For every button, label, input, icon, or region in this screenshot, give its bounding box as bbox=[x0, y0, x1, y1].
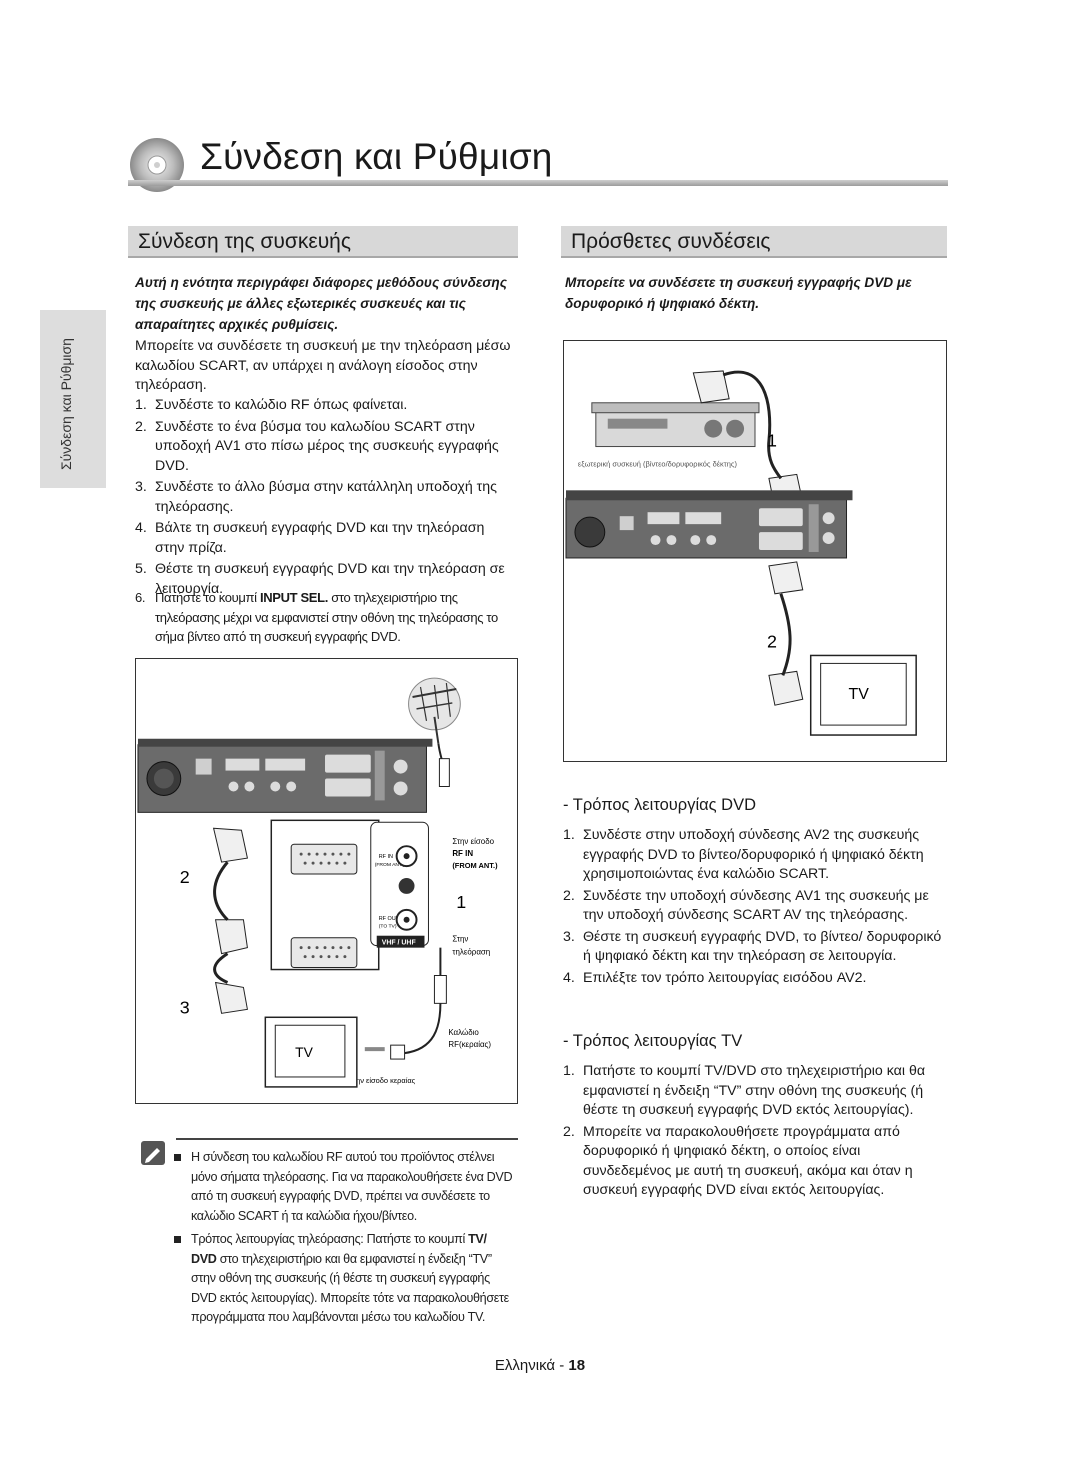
side-tab bbox=[40, 310, 106, 488]
dvd-recorder-back-panel bbox=[565, 490, 853, 559]
note-item: Τρόπος λειτουργίας τηλεόρασης: Πατήστε τ… bbox=[174, 1230, 514, 1328]
svg-text:1: 1 bbox=[767, 431, 777, 451]
svg-text:Στην: Στην bbox=[452, 935, 468, 944]
step-6: 6.Πατήστε το κουμπί INPUT SEL. στο τηλεχ… bbox=[135, 588, 517, 649]
antenna-icon bbox=[408, 677, 461, 744]
list-item: 2.Μπορείτε να παρακολουθήσετε προγράμματ… bbox=[563, 1123, 913, 1199]
header-rule bbox=[128, 180, 948, 186]
svg-text:TV: TV bbox=[295, 1044, 313, 1060]
para-scart: Μπορείτε να συνδέσετε τη συσκευή με την … bbox=[135, 338, 511, 393]
page-title: Σύνδεση και Ρύθμιση bbox=[200, 136, 553, 177]
svg-text:2: 2 bbox=[767, 631, 777, 651]
list-item: 1.Πατήστε το κουμπί TV/DVD στο τηλεχειρι… bbox=[563, 1063, 926, 1118]
svg-text:RF IN: RF IN bbox=[379, 854, 393, 860]
list-item: 6.Πατήστε το κουμπί INPUT SEL. στο τηλεχ… bbox=[135, 590, 498, 644]
section-heading-additional: Πρόσθετες συνδέσεις bbox=[561, 226, 947, 258]
note-item: Η σύνδεση του καλωδίου RF αυτού του προϊ… bbox=[174, 1148, 514, 1226]
page-footer: Ελληνικά - 18 bbox=[494, 1357, 586, 1374]
svg-text:Στην είσοδο: Στην είσοδο bbox=[452, 837, 494, 846]
notes-list: Η σύνδεση του καλωδίου RF αυτού του προϊ… bbox=[174, 1148, 514, 1332]
svg-text:Στην είσοδο κεραίας: Στην είσοδο κεραίας bbox=[349, 1076, 416, 1085]
list-item: 1.Συνδέστε το καλώδιο RF όπως φαίνεται. bbox=[135, 397, 408, 413]
svg-text:RF IN: RF IN bbox=[452, 849, 473, 858]
steps-tv-mode: 1.Πατήστε το κουμπί TV/DVD στο τηλεχειρι… bbox=[563, 1062, 947, 1203]
tv-icon: TV bbox=[809, 654, 917, 736]
section-heading-connection: Σύνδεση της συσκευής bbox=[128, 226, 518, 258]
intro-text-left: Αυτή η ενότητα περιγράφει διάφορες μεθόδ… bbox=[135, 275, 507, 332]
tv-icon: TV bbox=[264, 1016, 358, 1088]
svg-text:εξωτερική συσκευή (βίντεο/δορυ: εξωτερική συσκευή (βίντεο/δορυφορικός δέ… bbox=[578, 459, 738, 468]
svg-text:(FROM ANT.): (FROM ANT.) bbox=[375, 862, 405, 868]
scart-diagram-svg: εξωτερική συσκευή (βίντεο/δορυφορικός δέ… bbox=[565, 370, 917, 736]
svg-text:Καλώδιο: Καλώδιο bbox=[448, 1028, 479, 1037]
svg-text:τηλεόραση: τηλεόραση bbox=[452, 948, 490, 957]
svg-text:2: 2 bbox=[180, 867, 190, 887]
page-header: Σύνδεση και Ρύθμιση bbox=[128, 128, 948, 192]
rf-diagram-svg: RF IN (FROM ANT.) RF OUT (TO TV) VHF / U… bbox=[137, 677, 498, 1088]
list-item: 4.Βάλτε τη συσκευή εγγραφής DVD και την … bbox=[135, 520, 485, 556]
steps-dvd-mode: 1.Συνδέστε στην υποδοχή σύνδεσης AV2 της… bbox=[563, 826, 947, 990]
disc-icon bbox=[130, 138, 184, 192]
dvd-mode-heading: - Τρόπος λειτουργίας DVD bbox=[563, 796, 757, 814]
list-item: 3.Θέστε τη συσκευή εγγραφής DVD, το βίντ… bbox=[563, 928, 942, 965]
svg-text:(TO TV): (TO TV) bbox=[379, 924, 397, 930]
svg-text:1: 1 bbox=[456, 892, 466, 912]
list-item: 2.Συνδέστε την υποδοχή σύνδεσης AV1 της … bbox=[563, 887, 929, 924]
note-icon bbox=[141, 1141, 165, 1165]
list-item: 5.Θέστε τη συσκευή εγγραφής DVD και την … bbox=[135, 561, 505, 597]
svg-text:RF(κεραίας): RF(κεραίας) bbox=[448, 1040, 491, 1049]
tv-mode-heading: - Τρόπος λειτουργίας TV bbox=[563, 1032, 743, 1050]
dvd-recorder-back-panel bbox=[137, 738, 433, 813]
side-tab-label: Σύνδεση και Ρύθμιση bbox=[58, 338, 74, 470]
list-item: 2.Συνδέστε το ένα βύσμα του καλωδίου SCA… bbox=[135, 418, 499, 474]
svg-text:RF OUT: RF OUT bbox=[379, 916, 400, 922]
svg-text:(FROM ANT.): (FROM ANT.) bbox=[452, 861, 498, 870]
scart-plug-icon bbox=[212, 827, 249, 1014]
svg-text:VHF / UHF: VHF / UHF bbox=[382, 940, 416, 947]
svg-text:3: 3 bbox=[180, 997, 190, 1017]
note-rule bbox=[176, 1138, 518, 1140]
svg-text:TV: TV bbox=[849, 686, 870, 703]
scart-connection-diagram: εξωτερική συσκευή (βίντεο/δορυφορικός δέ… bbox=[563, 340, 947, 762]
list-item: 4.Επιλέξτε τον τρόπο λειτουργίας εισόδου… bbox=[563, 969, 867, 986]
external-device-icon bbox=[591, 402, 760, 448]
steps-left: 1.Συνδέστε το καλώδιο RF όπως φαίνεται. … bbox=[135, 396, 517, 601]
page-number: 18 bbox=[568, 1357, 586, 1374]
rf-connection-diagram: RF IN (FROM ANT.) RF OUT (TO TV) VHF / U… bbox=[135, 658, 518, 1104]
list-item: 3.Συνδέστε το άλλο βύσμα στην κατάλληλη … bbox=[135, 479, 497, 515]
list-item: 1.Συνδέστε στην υποδοχή σύνδεσης AV2 της… bbox=[563, 827, 924, 882]
intro-text-right: Μπορείτε να συνδέσετε τη συσκευή εγγραφή… bbox=[565, 275, 912, 311]
